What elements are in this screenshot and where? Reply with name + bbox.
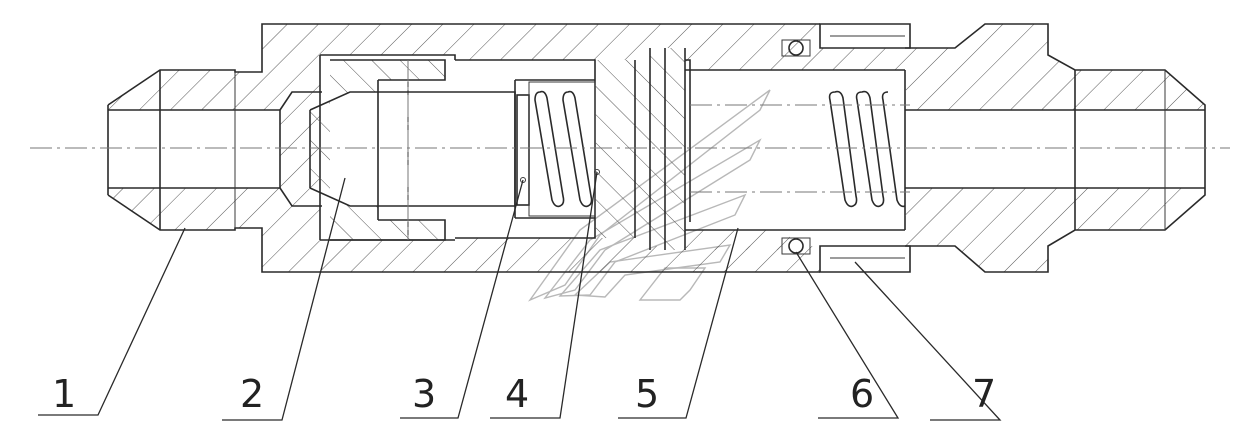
- callout-4: 4: [505, 372, 529, 416]
- part-6-o-ring: [781, 39, 811, 255]
- center-lines: [30, 60, 1230, 240]
- callout-3: 3: [412, 372, 436, 416]
- part-1-left-fitting: [107, 23, 820, 273]
- part-4-spring: [528, 81, 600, 217]
- right-fitting: [828, 23, 1206, 273]
- callout-5: 5: [635, 372, 659, 416]
- callout-6: 6: [850, 372, 874, 416]
- part-5-sleeve: [685, 48, 906, 250]
- piston-body: [378, 59, 596, 239]
- leader-lines: [38, 171, 1002, 421]
- callout-labels: 1 2 3 4 5 6 7: [52, 372, 996, 416]
- callout-2: 2: [240, 372, 264, 416]
- callout-1: 1: [52, 372, 76, 416]
- part-7-nut: [819, 23, 911, 273]
- guide-sleeve: [595, 48, 686, 250]
- part-3-retainer: [516, 94, 530, 206]
- part-2-poppet: [309, 59, 446, 241]
- callout-7: 7: [972, 372, 996, 416]
